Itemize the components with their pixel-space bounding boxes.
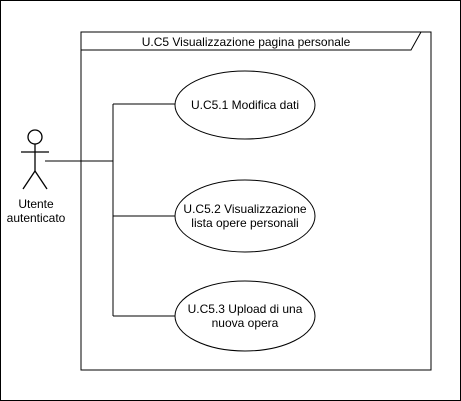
frame-title: U.C5 Visualizzazione pagina personale	[141, 35, 351, 49]
use-case-label-2: U.C5.2 Visualizzazione lista opere perso…	[175, 202, 315, 230]
use-case-3-line-2: nuova opera	[211, 316, 279, 330]
actor-left-leg	[22, 170, 36, 190]
use-case-label-1: U.C5.1 Modifica dati	[175, 98, 315, 112]
use-case-label-3: U.C5.3 Upload di una nuova opera	[175, 302, 315, 330]
actor-label-line-2: autenticato	[6, 211, 66, 225]
association-lines	[45, 103, 181, 317]
use-case-ellipse-3[interactable]	[174, 280, 316, 352]
actor-right-leg	[34, 170, 48, 190]
use-case-ellipse-1[interactable]	[174, 70, 316, 140]
use-case-2-line-1: U.C5.2 Visualizzazione	[183, 202, 307, 216]
actor-label: Utente autenticato	[1, 197, 71, 225]
use-case-1-line-1: U.C5.1 Modifica dati	[190, 98, 300, 112]
actor-head	[27, 129, 43, 145]
use-case-ellipse-2[interactable]	[174, 179, 316, 253]
actor-label-line-1: Utente	[18, 197, 54, 211]
actor-stick-figure	[21, 129, 49, 190]
frame-title-tab	[80, 31, 422, 51]
use-case-2-line-2: lista opere personali	[191, 216, 299, 230]
use-case-3-line-1: U.C5.3 Upload di una	[187, 302, 303, 316]
